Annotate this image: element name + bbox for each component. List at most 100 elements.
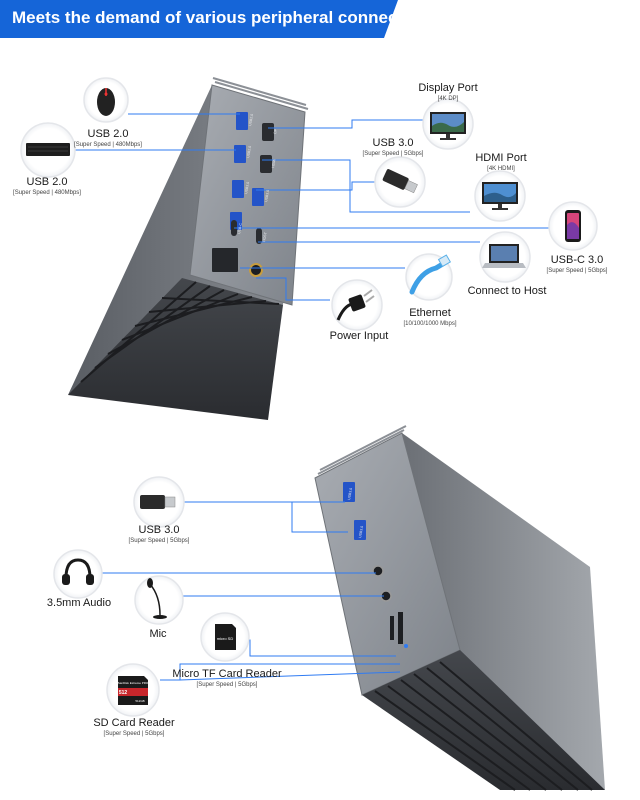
port-marking-usb2-1: USB2.0: [248, 114, 254, 127]
sd-card-size: 512GB: [135, 699, 144, 703]
label-micro-tf: Micro TF Card Reader [Super Speed | 5Gbp…: [172, 668, 282, 689]
port-marking-usb3-1: USB3.0: [244, 182, 250, 195]
label-micro-tf-spec: [Super Speed | 5Gbps]: [196, 682, 258, 688]
top-dock-heatsink-fins: [68, 278, 283, 420]
display-port-monitor-icon: [422, 98, 474, 150]
line-bottom-usb3: [183, 501, 348, 533]
label-mic: Mic: [140, 628, 176, 641]
line-usb3: [256, 181, 375, 191]
port-marking-hdmi: HDMI: [271, 159, 276, 169]
dp-port: [262, 123, 274, 141]
label-usb3-top-spec: [Super Speed | 5Gbps]: [362, 151, 424, 157]
bottom-usb3-port-1: [343, 482, 355, 502]
label-ethernet: Ethernet [10/100/1000 Mbps]: [398, 307, 462, 328]
sd-card-icon: SanDisk Extreme PRO 512 512GB: [106, 663, 160, 717]
label-sd-card-spec: [Super Speed | 5Gbps]: [103, 731, 165, 737]
port-marking-bottom-usb3-1: USB3.0: [347, 488, 353, 501]
bottom-dock-heatsink-fins: [362, 650, 605, 790]
laptop-icon: [479, 231, 531, 283]
label-usb2-mouse-title: USB 2.0: [87, 128, 129, 140]
power-port: [249, 263, 263, 277]
label-usb2-keyboard: USB 2.0 [Super Speed | 480Mbps]: [6, 176, 88, 197]
label-display-port-spec: [4K DP]: [437, 96, 459, 102]
label-display-port-title: Display Port: [418, 82, 478, 94]
usb3-port-3: [252, 188, 264, 206]
label-micro-tf-title: Micro TF Card Reader: [172, 668, 282, 680]
label-usb-c-title: USB-C 3.0: [550, 254, 604, 266]
port-marking-host: HOST: [262, 231, 268, 242]
label-audio-title: 3.5mm Audio: [46, 597, 112, 609]
top-port-markings: USB2.0 USB2.0 DP HDMI USB3.0 USB3.0 USB-…: [237, 114, 278, 243]
port-marking-usb-c: USB-C: [237, 222, 243, 234]
label-usb3-top: USB 3.0 [Super Speed | 5Gbps]: [354, 137, 432, 158]
line-display-port: [268, 119, 425, 129]
sd-card-brand: SanDisk Extreme PRO: [118, 681, 149, 685]
label-hdmi-port-spec: [4K HDMI]: [487, 166, 515, 172]
port-marking-usb3-2: USB3.0: [264, 190, 270, 203]
label-usb3-bottom-spec: [Super Speed | 5Gbps]: [128, 538, 190, 544]
label-usb2-mouse-spec: [Super Speed | 480Mbps]: [74, 142, 142, 148]
top-dock-ports: [212, 112, 274, 277]
usb2-port-1: [236, 112, 248, 130]
label-power-input-title: Power Input: [329, 330, 389, 342]
headphones-icon: [53, 549, 103, 599]
power-plug-icon: [331, 279, 383, 331]
mouse-icon: [83, 77, 129, 123]
label-usb2-mouse: USB 2.0 [Super Speed | 480Mbps]: [72, 128, 144, 149]
bottom-usb-flash-drive-icon: [133, 476, 185, 528]
micro-sd-card-label: micro SD: [217, 636, 234, 641]
top-dock-illustration: [68, 77, 309, 420]
hdmi-port: [260, 155, 272, 173]
sd-card-slot: [398, 612, 403, 644]
label-ethernet-spec: [10/100/1000 Mbps]: [403, 321, 457, 327]
label-connect-host-title: Connect to Host: [467, 285, 547, 297]
label-audio: 3.5mm Audio: [46, 597, 112, 610]
banner-background: [0, 0, 398, 38]
hdmi-monitor-icon: [474, 170, 526, 222]
host-usb-c-port: [256, 228, 262, 244]
label-hdmi-port-title: HDMI Port: [475, 152, 527, 164]
label-usb-c-spec: [Super Speed | 5Gbps]: [546, 268, 608, 274]
sd-card-capacity: 512: [119, 690, 128, 696]
audio-jack-port: [372, 565, 384, 577]
keyboard-icon: [20, 122, 76, 178]
label-display-port: Display Port [4K DP]: [412, 82, 484, 103]
port-marking-usb2-2: USB2.0: [246, 146, 252, 159]
label-usb2-keyboard-spec: [Super Speed | 480Mbps]: [13, 190, 81, 196]
top-dock-leader-lines: [75, 113, 552, 301]
ethernet-port: [212, 248, 238, 272]
bottom-port-markings: USB3.0 USB3.0: [347, 488, 364, 539]
top-dock-top-ridges: [212, 77, 309, 110]
bottom-dock-leader-lines: [100, 501, 401, 681]
bottom-usb3-port-2: [354, 520, 366, 540]
title-banner: Meets the demand of various peripheral c…: [0, 0, 429, 38]
label-sd-card: SD Card Reader [Super Speed | 5Gbps]: [88, 717, 180, 738]
banner-shape: [0, 0, 398, 38]
bottom-dock-fin-lines: [374, 661, 593, 791]
banner-title: Meets the demand of various peripheral c…: [12, 8, 429, 27]
line-sd: [160, 663, 400, 681]
line-sd-b: [179, 671, 401, 681]
label-usb3-bottom-title: USB 3.0: [138, 524, 180, 536]
bottom-dock-side-panel: [402, 433, 605, 790]
status-led: [404, 644, 408, 648]
usb-flash-drive-icon: [374, 156, 426, 208]
bottom-dock-top-ridges: [317, 425, 407, 475]
usb2-port-2: [234, 145, 246, 163]
label-power-input: Power Input: [326, 330, 392, 343]
label-usb2-keyboard-title: USB 2.0: [26, 176, 68, 188]
label-mic-title: Mic: [149, 628, 167, 640]
label-usb3-top-title: USB 3.0: [372, 137, 414, 149]
micro-tf-slot: [390, 616, 394, 640]
label-sd-card-title: SD Card Reader: [93, 717, 175, 729]
line-hdmi: [262, 159, 470, 213]
label-hdmi-port: HDMI Port [4K HDMI]: [470, 152, 532, 173]
label-connect-host: Connect to Host: [462, 285, 552, 298]
usb3-port-1: [232, 180, 244, 198]
smartphone-icon: [548, 201, 598, 251]
label-usb3-bottom: USB 3.0 [Super Speed | 5Gbps]: [120, 524, 198, 545]
line-power: [256, 277, 330, 301]
micro-sd-card-icon: micro SD: [200, 612, 250, 662]
port-marking-bottom-usb3-2: USB3.0: [358, 526, 364, 539]
